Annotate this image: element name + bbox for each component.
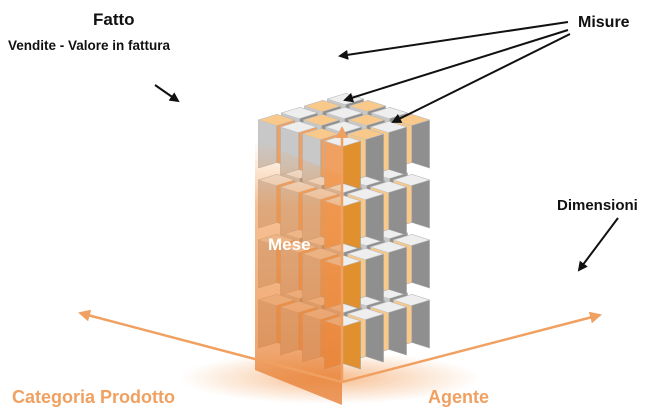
fact-pointer-arrow-icon <box>154 84 180 103</box>
month-axis-label: Mese <box>268 235 311 254</box>
measures-label: Misure <box>578 14 630 31</box>
category-axis-arrow <box>78 309 343 384</box>
product-category-axis-label: Categoria Prodotto <box>12 387 176 407</box>
measure-pointer-arrow-icon <box>391 33 571 123</box>
agent-axis-arrow <box>341 311 602 384</box>
measure-pointer-arrow-icon <box>338 21 569 60</box>
fact-title: Fatto <box>93 10 135 29</box>
month-slice-highlight <box>255 140 342 405</box>
measure-pointer-arrow-icon <box>343 29 569 103</box>
dimension-pointer-arrow-icon <box>577 217 619 272</box>
dimensions-label: Dimensioni <box>557 197 638 214</box>
fact-subtitle: Vendite - Valore in fattura <box>8 38 171 53</box>
agent-axis-label: Agente <box>428 387 490 407</box>
